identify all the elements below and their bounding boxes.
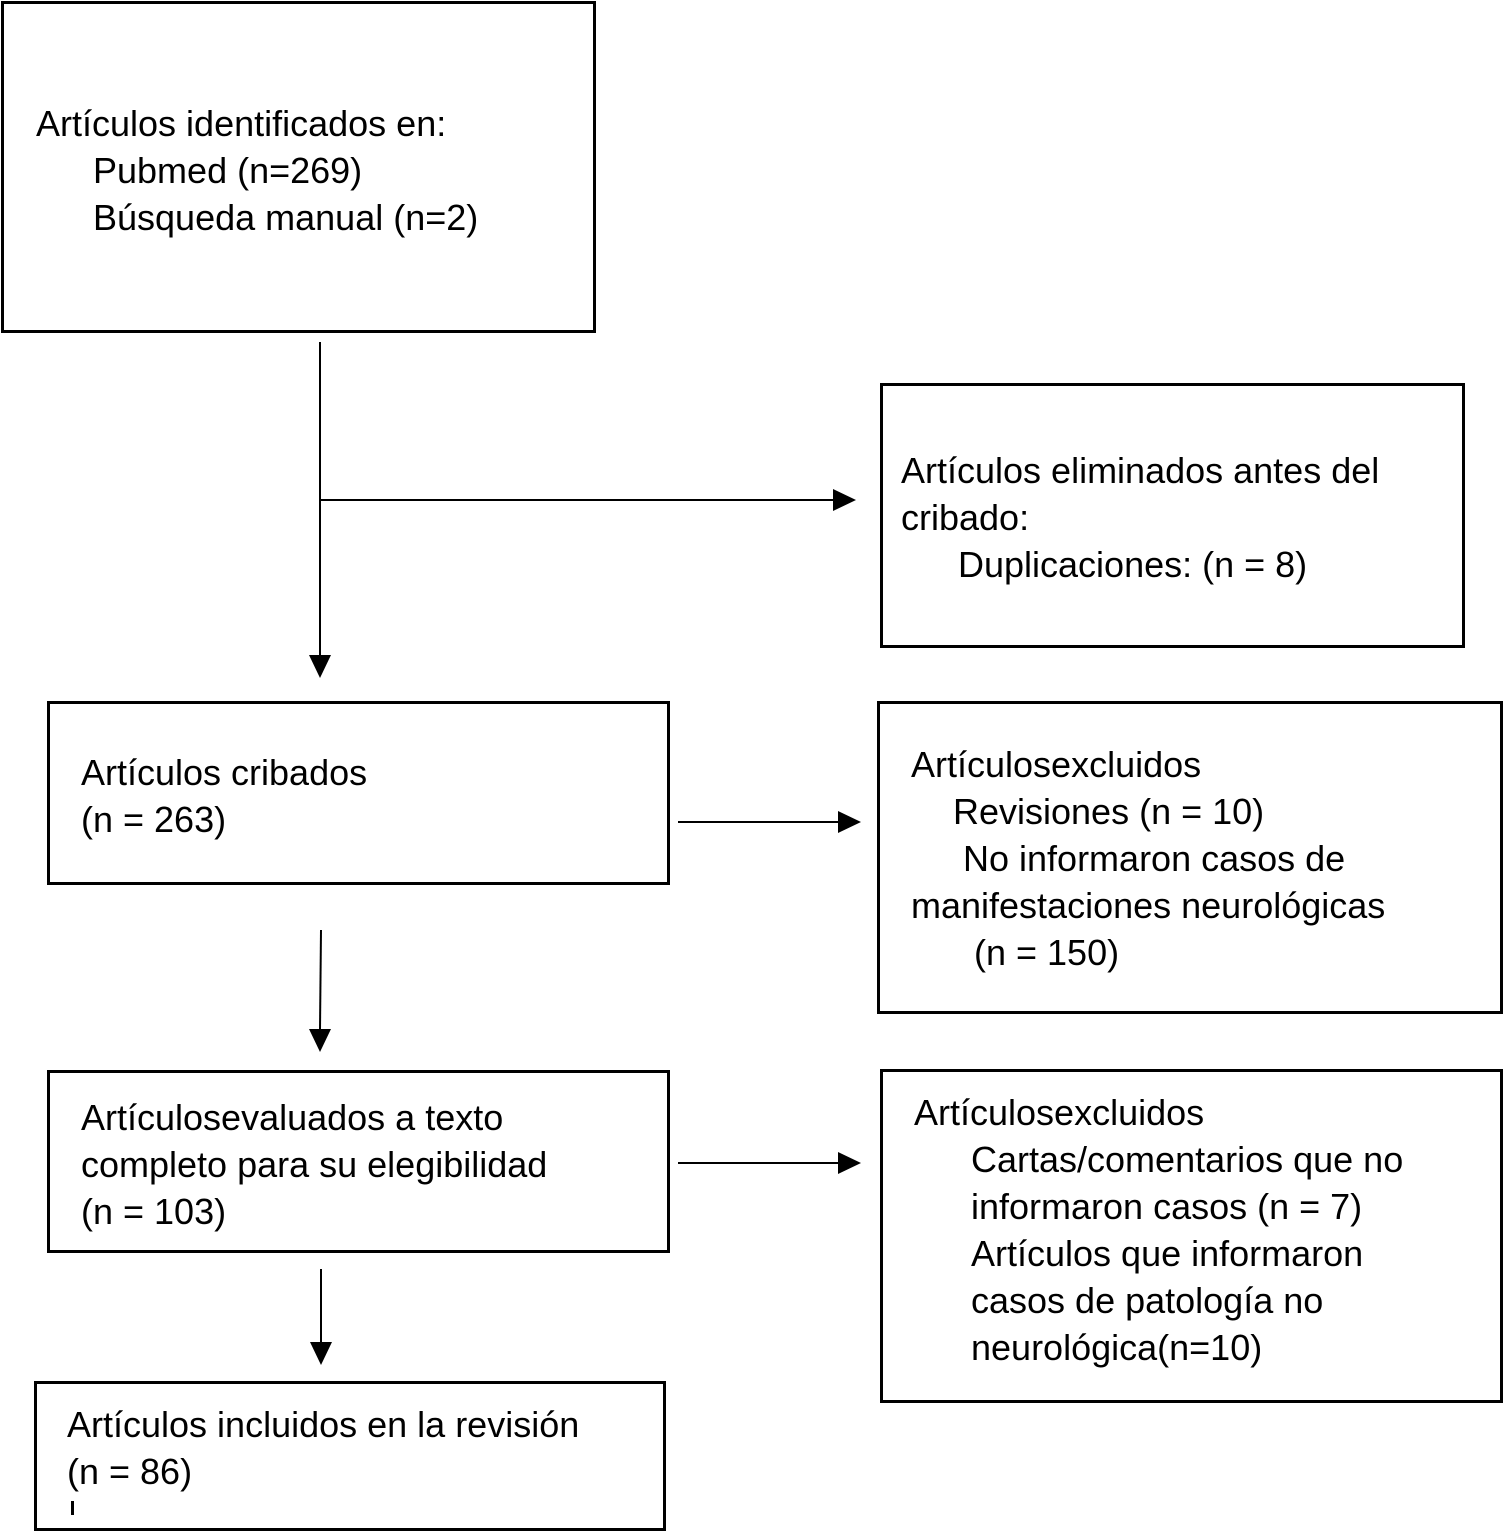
arrow-identified-to-screened [309,342,331,678]
assessed-line-2: completo para su elegibilidad [81,1144,548,1185]
arrow-assessed-to-included [310,1269,332,1365]
excluded-screening-box: Artículosexcluidos Revisiones (n = 10) N… [877,701,1503,1014]
arrow-to-excluded-screening [678,811,861,833]
removed-line-3: Duplicaciones: (n = 8) [958,544,1308,585]
excluded-eligibility-line-6: neurológica(n=10) [971,1327,1263,1368]
excluded-eligibility-line-3: informaron casos (n = 7) [971,1186,1363,1227]
excluded-eligibility-line-5: casos de patología no [971,1280,1324,1321]
excluded-eligibility-line-2: Cartas/comentarios que no [971,1139,1404,1180]
arrow-to-removed [320,489,856,511]
excluded-eligibility-line-4: Artículos que informaron [971,1233,1364,1274]
removed-line-2: cribado: [901,497,1030,538]
excluded-screening-line-4: manifestaciones neurológicas [911,885,1386,926]
included-box: Artículos incluidos en la revisión (n = … [34,1381,666,1531]
screened-line-1: Artículos cribados [81,752,368,793]
stray-mark [71,1501,74,1515]
assessed-line-3: (n = 103) [81,1191,227,1232]
excluded-screening-line-5: (n = 150) [974,932,1120,973]
screened-line-2: (n = 263) [81,799,227,840]
excluded-screening-line-2: Revisiones (n = 10) [953,791,1265,832]
removed-line-1: Artículos eliminados antes del [901,450,1380,491]
arrow-to-excluded-eligibility [678,1152,861,1174]
arrow-screened-to-assessed [309,929,331,1052]
identified-manual: Búsqueda manual (n=2) [93,197,479,238]
identified-box: Artículos identificados en: Pubmed (n=26… [1,1,596,333]
excluded-eligibility-box: Artículosexcluidos Cartas/comentarios qu… [880,1069,1503,1403]
excluded-eligibility-line-1: Artículosexcluidos [914,1092,1205,1133]
excluded-screening-line-1: Artículosexcluidos [911,744,1202,785]
included-line-2: (n = 86) [67,1451,193,1492]
included-line-1: Artículos incluidos en la revisión [67,1404,580,1445]
assessed-box: Artículosevaluados a texto completo para… [47,1070,670,1253]
screened-box: Artículos cribados (n = 263) [47,701,670,885]
excluded-screening-line-3: No informaron casos de [963,838,1346,879]
identified-pubmed: Pubmed (n=269) [93,150,363,191]
removed-box: Artículos eliminados antes del cribado: … [880,383,1465,648]
assessed-line-1: Artículosevaluados a texto [81,1097,504,1138]
identified-title: Artículos identificados en: [36,103,447,144]
